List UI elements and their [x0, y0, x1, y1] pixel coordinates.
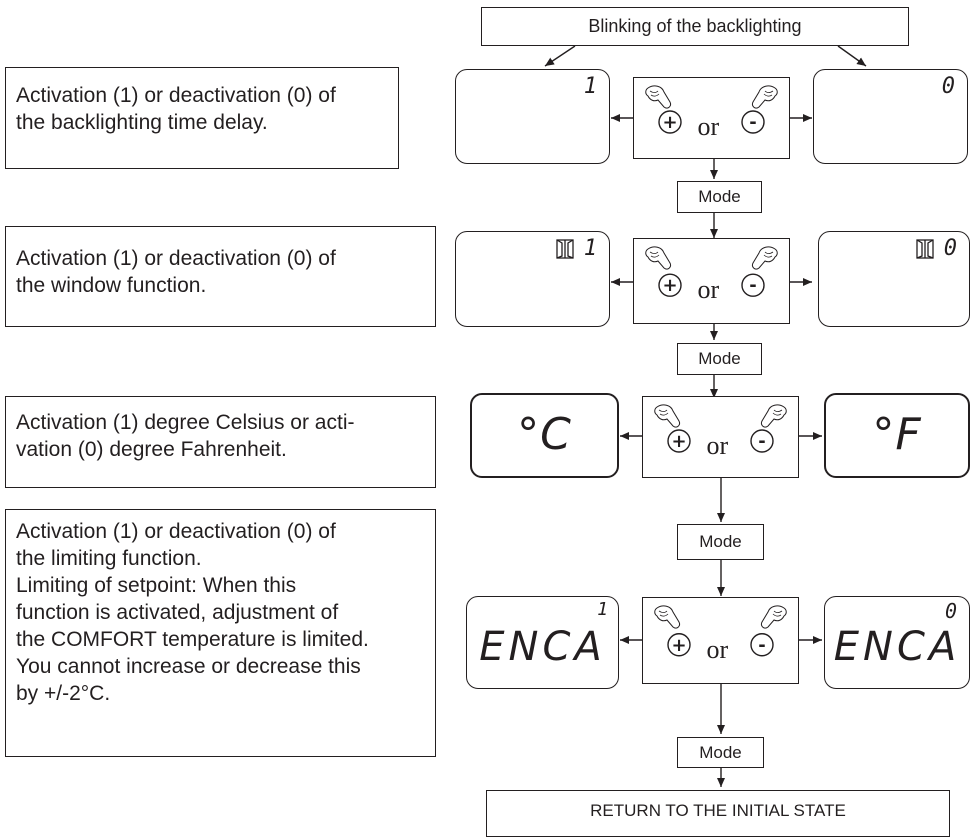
finger-press-icon — [645, 246, 671, 270]
lcd-row1-left-digit: 1 — [583, 74, 597, 99]
description-4-line-2: the limiting function. — [16, 547, 202, 570]
description-4-line-1: Activation (1) or deactivation (0) of — [16, 520, 336, 543]
minus-button-icon-symbol: - — [749, 112, 756, 133]
header-box: Blinking of the backlighting — [481, 7, 909, 46]
description-box-1: Activation (1) or deactivation (0) of th… — [5, 67, 399, 169]
lcd-row1-left: 1 — [455, 69, 610, 164]
lcd-row4-left-digit: 1 — [597, 599, 608, 620]
description-3-line-2: vation (0) degree Fahrenheit. — [16, 438, 287, 461]
lcd-row4-right-digit: 0 — [944, 599, 957, 623]
finger-press-icon — [645, 85, 671, 109]
description-3-line-1: Activation (1) degree Celsius or acti- — [16, 411, 355, 434]
finger-press-icon — [761, 605, 787, 629]
lcd-row4-right: ENCA 0 — [824, 596, 970, 689]
or-label: or — [697, 112, 720, 141]
description-box-4: Activation (1) or deactivation (0) of th… — [5, 509, 436, 757]
lcd-row4-left-text: ENCA — [479, 624, 606, 670]
mode-label-2: Mode — [698, 349, 741, 368]
mode-box-2: Mode — [677, 343, 762, 375]
finger-press-icon — [654, 605, 680, 629]
lcd-row3-left: °C — [470, 393, 619, 478]
plus-button-icon-symbol: + — [671, 635, 686, 656]
description-2-line-2: the window function. — [16, 274, 207, 297]
description-1-line-1: Activation (1) or deactivation (0) of — [16, 84, 336, 107]
finger-press-icon — [654, 404, 680, 428]
footer-label: RETURN TO THE INITIAL STATE — [590, 801, 846, 820]
lcd-row2-right-digit: 0 — [943, 236, 957, 261]
header-label: Blinking of the backlighting — [588, 16, 802, 36]
control-box-row4: +-or — [642, 597, 799, 684]
mode-box-4: Mode — [677, 737, 764, 768]
minus-button-icon: - — [741, 273, 765, 297]
lcd-row3-right-text: °F — [872, 409, 922, 460]
lcd-row1-right: 0 — [813, 69, 968, 164]
control-box-row3: +-or — [642, 396, 799, 478]
finger-press-icon — [752, 246, 778, 270]
mode-label-3: Mode — [699, 532, 742, 551]
lcd-row3-right: °F — [824, 393, 970, 478]
description-4-line-5: the COMFORT temperature is limited. — [16, 628, 369, 651]
plus-button-icon-symbol: + — [671, 431, 686, 452]
or-label: or — [706, 634, 729, 664]
description-4-line-6: You cannot increase or decrease this — [16, 655, 361, 678]
description-box-2: Activation (1) or deactivation (0) of th… — [5, 226, 436, 327]
lcd-row2-left-digit: 1 — [583, 236, 597, 261]
description-4-line-7: by +/-2°C. — [16, 682, 111, 705]
minus-button-icon: - — [750, 633, 774, 657]
minus-button-icon-symbol: - — [758, 431, 765, 452]
mode-box-3: Mode — [677, 524, 764, 560]
window-icon — [915, 238, 935, 265]
lcd-row2-left: 1 — [455, 231, 610, 327]
lcd-row1-right-digit: 0 — [941, 74, 955, 99]
arrow-header-left — [544, 45, 576, 67]
mode-label-4: Mode — [699, 742, 742, 762]
plus-minus-graphic: +- — [645, 246, 778, 297]
minus-button-icon: - — [741, 110, 765, 134]
lcd-row4-right-text: ENCA — [833, 624, 961, 670]
mode-box-1: Mode — [677, 181, 762, 213]
finger-press-icon — [761, 404, 787, 428]
minus-button-icon-symbol: - — [758, 635, 765, 656]
mode-label-1: Mode — [698, 187, 741, 206]
plus-minus-graphic: +- — [645, 85, 778, 134]
plus-button-icon: + — [667, 429, 691, 453]
description-box-3: Activation (1) degree Celsius or acti- v… — [5, 396, 436, 488]
lcd-row2-right: 0 — [818, 231, 970, 327]
footer-box: RETURN TO THE INITIAL STATE — [486, 790, 950, 837]
plus-button-icon-symbol: + — [662, 112, 677, 133]
lcd-row4-left: ENCA 1 — [466, 596, 619, 689]
plus-button-icon: + — [667, 633, 691, 657]
or-label: or — [697, 275, 720, 305]
plus-button-icon: + — [658, 273, 682, 297]
minus-button-icon-symbol: - — [749, 275, 756, 296]
lcd-row3-left-text: °C — [517, 409, 572, 460]
minus-button-icon: - — [750, 429, 774, 453]
or-label: or — [706, 431, 729, 460]
plus-minus-graphic: +- — [654, 605, 787, 657]
description-4-line-3: Limiting of setpoint: When this — [16, 574, 297, 597]
description-1-line-2: the backlighting time delay. — [16, 111, 268, 134]
description-4-line-4: function is activated, adjustment of — [16, 601, 339, 624]
description-2-line-1: Activation (1) or deactivation (0) of — [16, 247, 336, 270]
plus-button-icon-symbol: + — [662, 275, 677, 296]
finger-press-icon — [752, 85, 778, 109]
arrow-header-right — [837, 45, 867, 67]
window-icon — [555, 238, 575, 265]
control-box-row1: +-or — [633, 77, 790, 159]
plus-button-icon: + — [658, 110, 682, 134]
control-box-row2: +-or — [633, 238, 790, 324]
plus-minus-graphic: +- — [654, 404, 787, 453]
